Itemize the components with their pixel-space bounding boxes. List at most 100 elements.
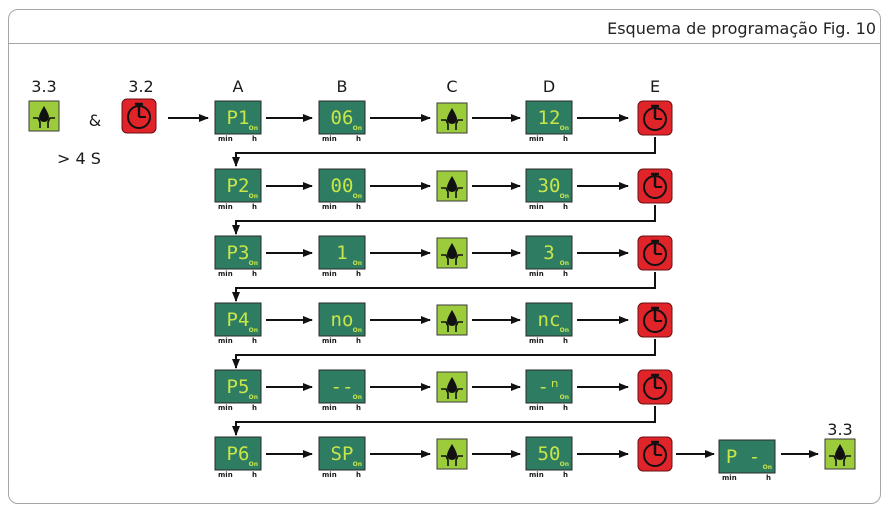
header-divider xyxy=(8,43,881,44)
display-value: 12 xyxy=(538,107,561,129)
h-label: h xyxy=(563,471,568,479)
on-indicator: On xyxy=(560,260,569,267)
timer-icon xyxy=(643,306,667,333)
display-value: P1 xyxy=(227,107,250,129)
drop-button xyxy=(436,237,468,269)
on-indicator: On xyxy=(249,394,258,401)
display-screen xyxy=(525,369,573,404)
column-header-b: B xyxy=(337,77,348,96)
drop-button xyxy=(436,438,468,470)
on-indicator: On xyxy=(249,125,258,132)
on-indicator: On xyxy=(353,394,362,401)
display-screen xyxy=(318,100,366,135)
display-screen xyxy=(525,168,573,203)
timer-button xyxy=(121,98,157,134)
display-screen xyxy=(318,436,366,471)
on-indicator: On xyxy=(560,394,569,401)
min-label: min xyxy=(722,474,737,482)
h-label: h xyxy=(356,135,361,143)
column-header-d: D xyxy=(543,77,555,96)
on-indicator: On xyxy=(249,260,258,267)
min-label: min xyxy=(218,270,233,278)
drop-button xyxy=(824,438,856,470)
timer-button xyxy=(637,436,673,472)
column-header-c: C xyxy=(446,77,457,96)
min-label: min xyxy=(218,471,233,479)
min-label: min xyxy=(529,203,544,211)
h-label: h xyxy=(766,474,771,482)
h-label: h xyxy=(563,135,568,143)
timer-icon xyxy=(643,239,667,266)
return-connector xyxy=(232,205,656,235)
h-label: h xyxy=(252,337,257,345)
return-connector xyxy=(232,406,656,436)
min-label: min xyxy=(529,337,544,345)
column-header-a: A xyxy=(233,77,244,96)
display-screen xyxy=(525,302,573,337)
on-indicator: On xyxy=(353,193,362,200)
display-value: 3 xyxy=(543,242,554,264)
display-screen xyxy=(718,439,776,474)
on-indicator: On xyxy=(560,193,569,200)
drop-icon xyxy=(829,444,851,466)
h-label: h xyxy=(252,135,257,143)
min-label: min xyxy=(529,471,544,479)
display-screen xyxy=(214,369,262,404)
display-screen xyxy=(525,235,573,270)
h-label: h xyxy=(252,270,257,278)
display-value: -- xyxy=(331,376,354,398)
h-label: h xyxy=(356,203,361,211)
drop-button xyxy=(28,100,60,132)
min-label: min xyxy=(322,404,337,412)
display-value: P4 xyxy=(227,309,250,331)
display-screen xyxy=(318,235,366,270)
display-value: 1 xyxy=(336,242,347,264)
h-label: h xyxy=(563,203,568,211)
display-screen xyxy=(318,302,366,337)
drop-button xyxy=(436,304,468,336)
on-indicator: On xyxy=(560,461,569,468)
on-indicator: On xyxy=(353,327,362,334)
display-final: P -On min h xyxy=(718,439,776,482)
display-value: 50 xyxy=(538,443,561,465)
display-value: P - xyxy=(726,446,760,468)
display-screen xyxy=(214,235,262,270)
display-screen xyxy=(318,369,366,404)
drop-icon xyxy=(441,310,463,332)
display-value: nc xyxy=(538,309,561,331)
display-screen xyxy=(214,436,262,471)
min-label: min xyxy=(218,203,233,211)
drop-button xyxy=(436,102,468,134)
display-screen xyxy=(214,168,262,203)
on-indicator: On xyxy=(763,464,772,471)
display-value: no xyxy=(331,309,354,331)
h-label: h xyxy=(563,337,568,345)
min-label: min xyxy=(529,270,544,278)
display-value: P6 xyxy=(227,443,250,465)
and-symbol: & xyxy=(89,111,101,130)
on-indicator: On xyxy=(560,125,569,132)
on-indicator: On xyxy=(249,327,258,334)
drop-button xyxy=(436,170,468,202)
h-label: h xyxy=(252,203,257,211)
on-indicator: On xyxy=(353,461,362,468)
timer-button xyxy=(637,100,673,136)
display-value: P2 xyxy=(227,175,250,197)
display-screen xyxy=(214,302,262,337)
hold-time-label: > 4 S xyxy=(57,149,101,168)
end-button-label: 3.3 xyxy=(827,420,852,439)
h-label: h xyxy=(252,404,257,412)
display-value: -ⁿ xyxy=(538,376,561,398)
